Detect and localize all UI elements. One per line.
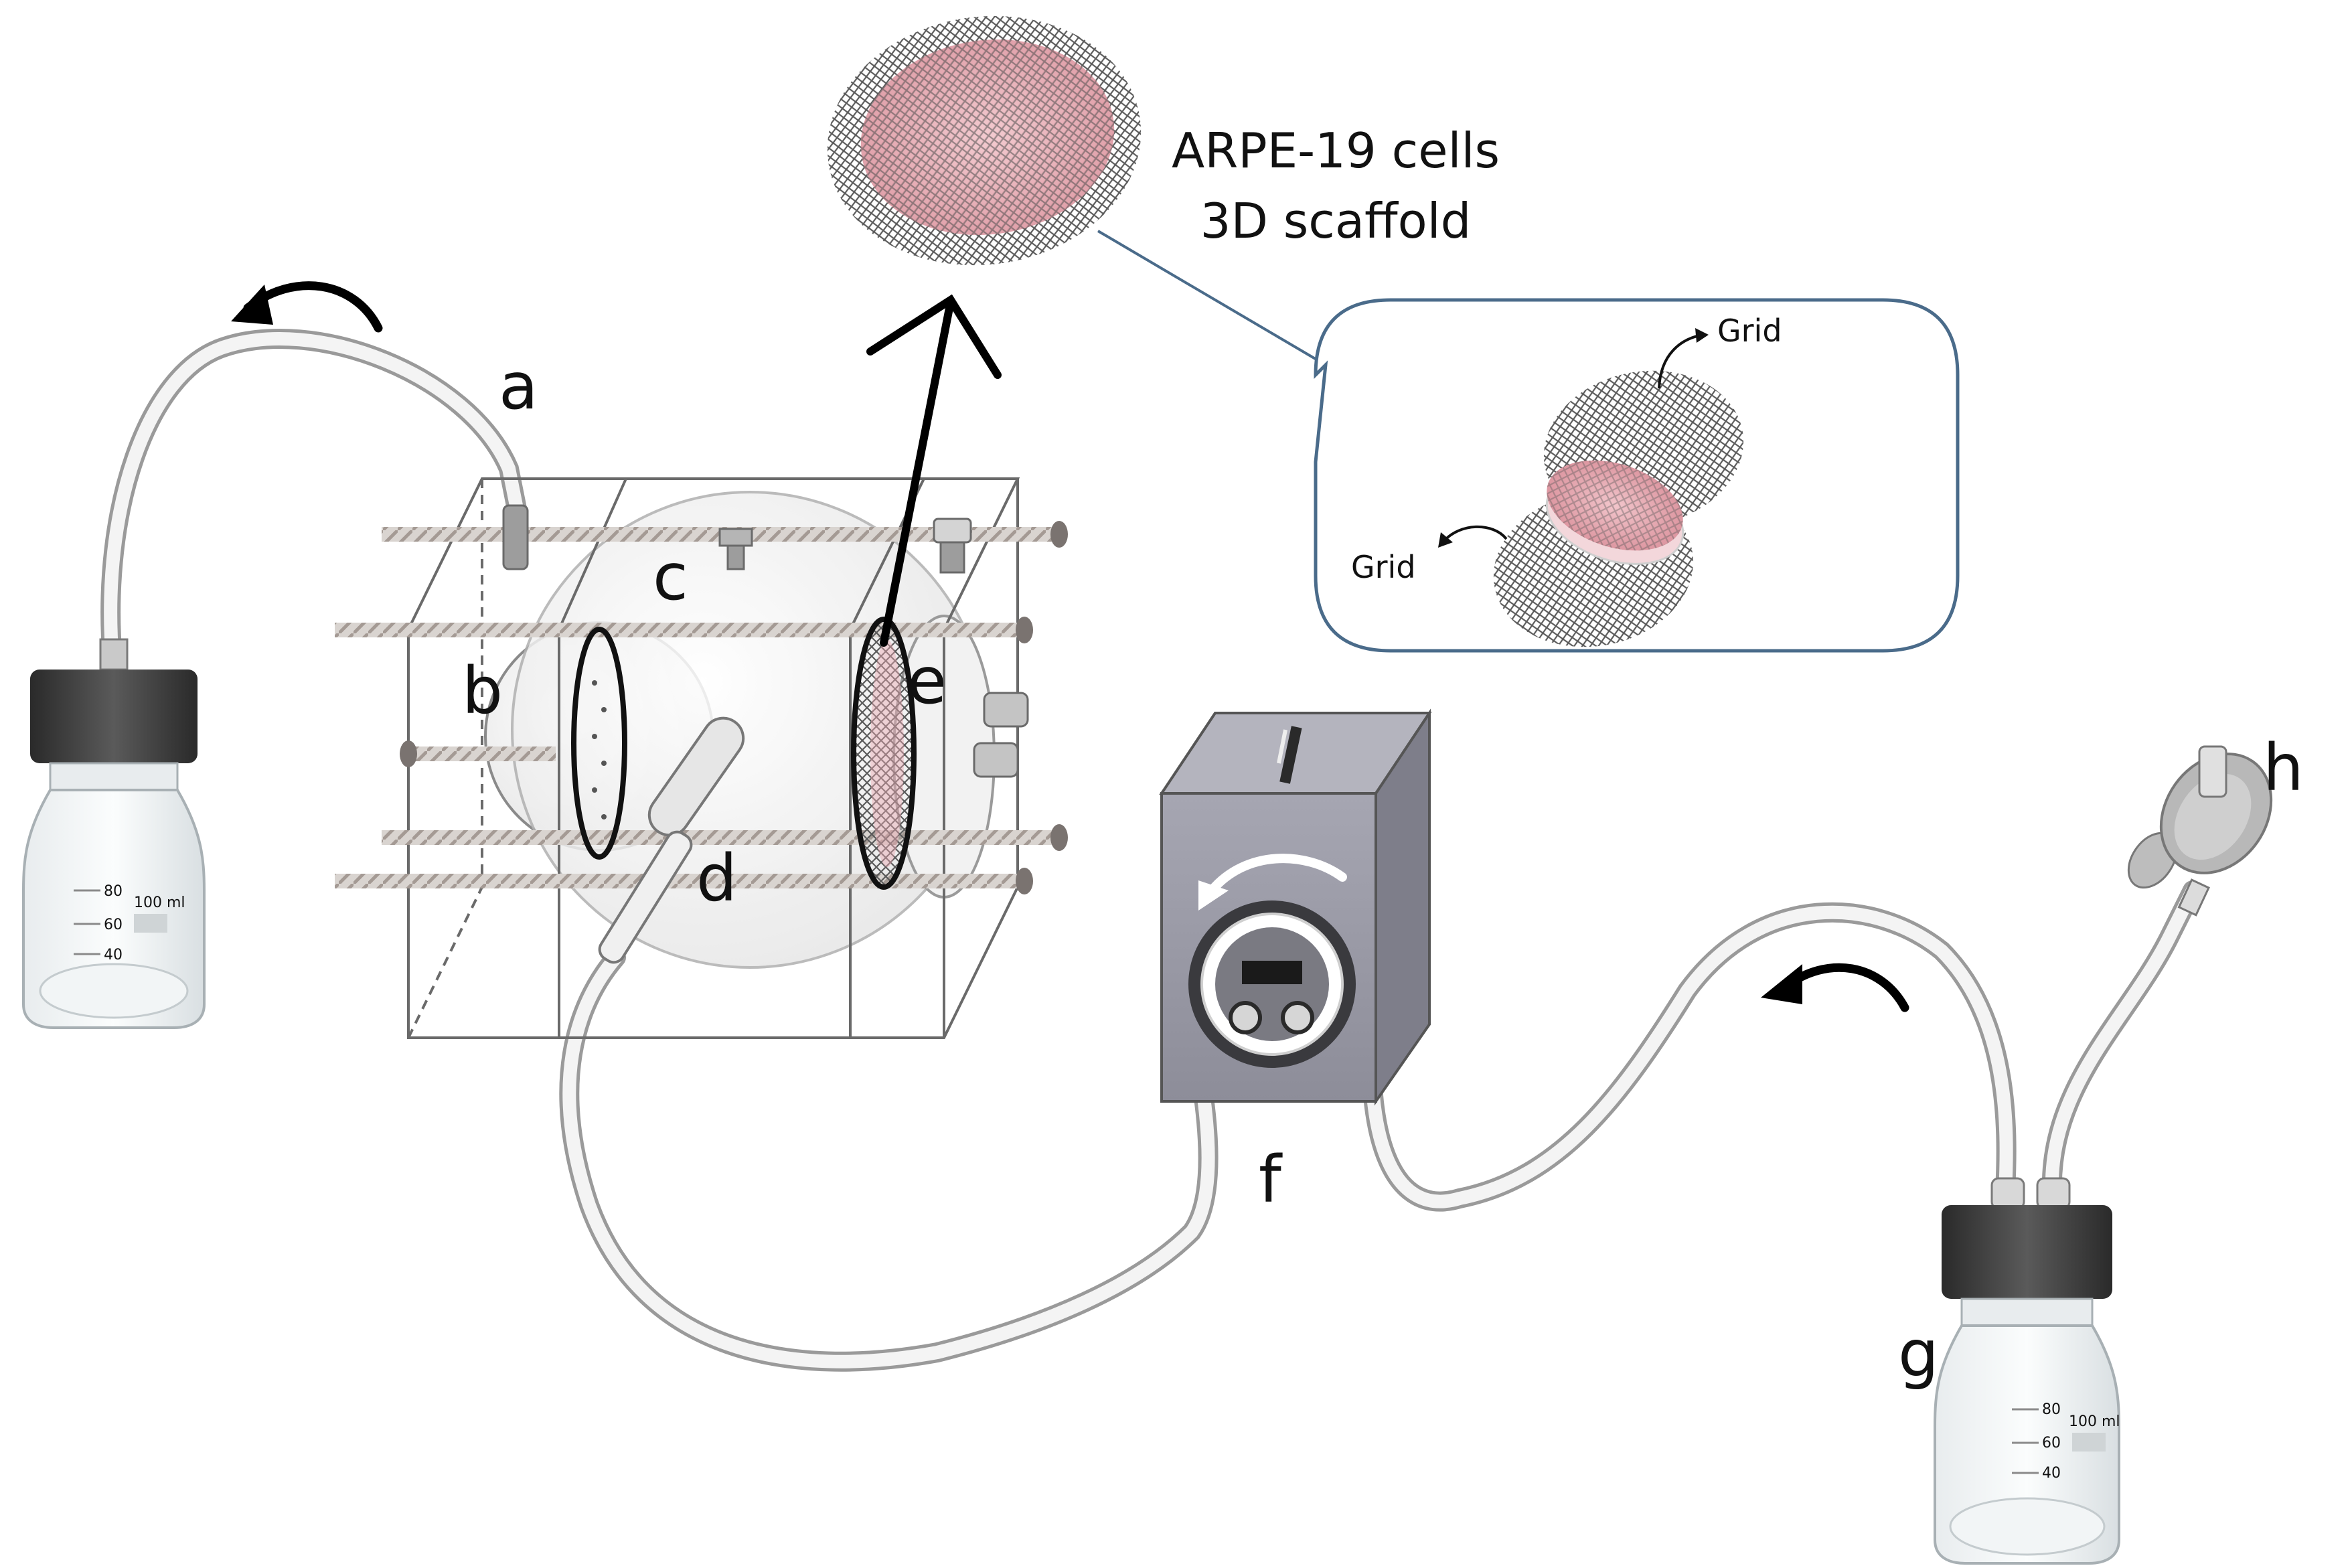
left-bottle-grad-80: 80 [104, 883, 123, 900]
right-bottle-grad-80: 80 [2042, 1401, 2061, 1418]
pump-knob-left [1229, 1001, 1262, 1034]
ring-b [571, 627, 627, 860]
left-bottle-grad-40: 40 [104, 947, 123, 963]
nozzle-d [598, 716, 745, 964]
left-bottle: 80 60 40 100 ml [22, 638, 206, 1029]
label-e: e [907, 643, 947, 718]
left-bottle-grad-60: 60 [104, 917, 123, 933]
label-g: g [1898, 1316, 1939, 1391]
label-b: b [462, 653, 503, 728]
side-ports [973, 692, 1029, 778]
pointer-arrow [866, 294, 1002, 647]
right-bottle-grad-60: 60 [2042, 1435, 2061, 1452]
left-bottle-cap [30, 670, 198, 763]
label-c: c [653, 540, 688, 615]
left-bottle-volume: 100 ml [134, 894, 185, 911]
right-bottle: 80 60 40 100 ml [1934, 1177, 2120, 1565]
right-bottle-grad-40: 40 [2042, 1465, 2061, 1482]
inset-grid-bottom-label: Grid [1351, 549, 1416, 585]
right-bottle-volume: 100 ml [2069, 1413, 2120, 1430]
label-f: f [1259, 1142, 1283, 1217]
inset-cell-disc [1545, 460, 1684, 565]
scaffold-title-line2: 3D scaffold [1200, 193, 1472, 249]
port-c [718, 528, 753, 570]
scaffold-title-line1: ARPE-19 cells [1172, 123, 1500, 179]
pump-rotation-arrow [1207, 854, 1347, 895]
inset-box: Grid Grid [1314, 298, 1960, 653]
pump-display [1242, 961, 1302, 984]
pump-knob-right [1281, 1001, 1314, 1034]
port-a [502, 504, 529, 570]
label-a: a [499, 349, 538, 424]
bioreactor-chamber [335, 477, 1068, 1039]
peristaltic-pump [1159, 708, 1432, 1106]
label-h: h [2263, 730, 2304, 805]
supply-tube [1361, 902, 2017, 1212]
scaffold-illustration [827, 15, 1142, 266]
port-top-right [933, 518, 972, 574]
inlet-tube [559, 947, 1219, 1372]
syringe-filter-h [2127, 745, 2273, 917]
label-d: d [696, 841, 737, 916]
tubing [100, 329, 2203, 1372]
inset-grid-top-label: Grid [1717, 313, 1782, 349]
left-bottle-glass [22, 789, 206, 1029]
scaffold-e [851, 617, 917, 890]
inset-callout-line [1097, 230, 1327, 366]
right-bottle-cap [1942, 1205, 2112, 1299]
